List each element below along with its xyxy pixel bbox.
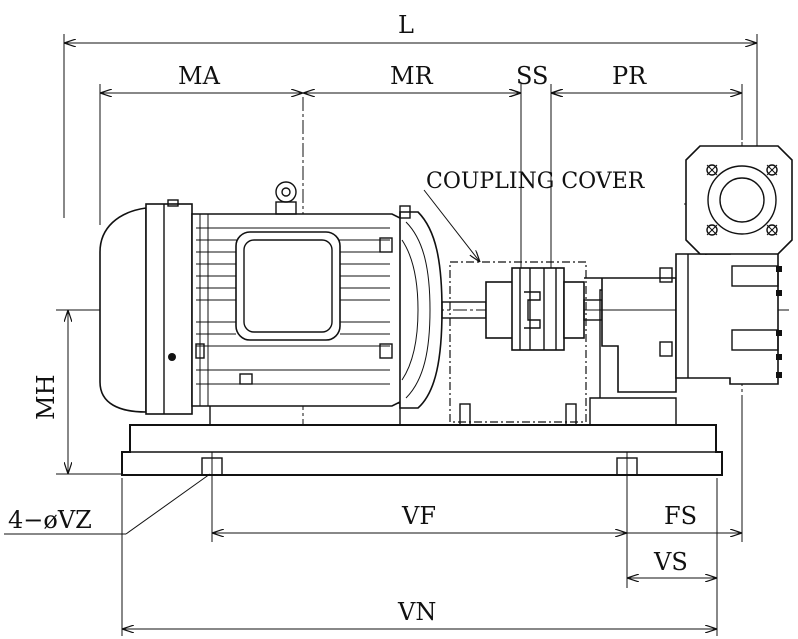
dimension-labels: L MA MR SS PR MH VF FS VS VN 4−øVZ COUPL… [8, 11, 697, 626]
label-VF: VF [401, 502, 436, 530]
label-SS: SS [516, 62, 548, 90]
label-VN: VN [397, 598, 436, 626]
label-PR: PR [612, 62, 647, 90]
base-plate [121, 289, 723, 476]
label-FS: FS [664, 502, 697, 530]
label-L: L [398, 11, 414, 39]
label-MR: MR [390, 62, 434, 90]
label-coupling-cover: COUPLING COVER [426, 169, 646, 194]
pump [584, 145, 793, 393]
label-bolt: 4−øVZ [8, 506, 92, 534]
label-MA: MA [178, 62, 221, 90]
label-MH: MH [32, 374, 60, 420]
coupling [485, 267, 603, 351]
motor [99, 181, 487, 415]
label-VS: VS [653, 548, 688, 576]
coupling-cover [449, 261, 587, 426]
